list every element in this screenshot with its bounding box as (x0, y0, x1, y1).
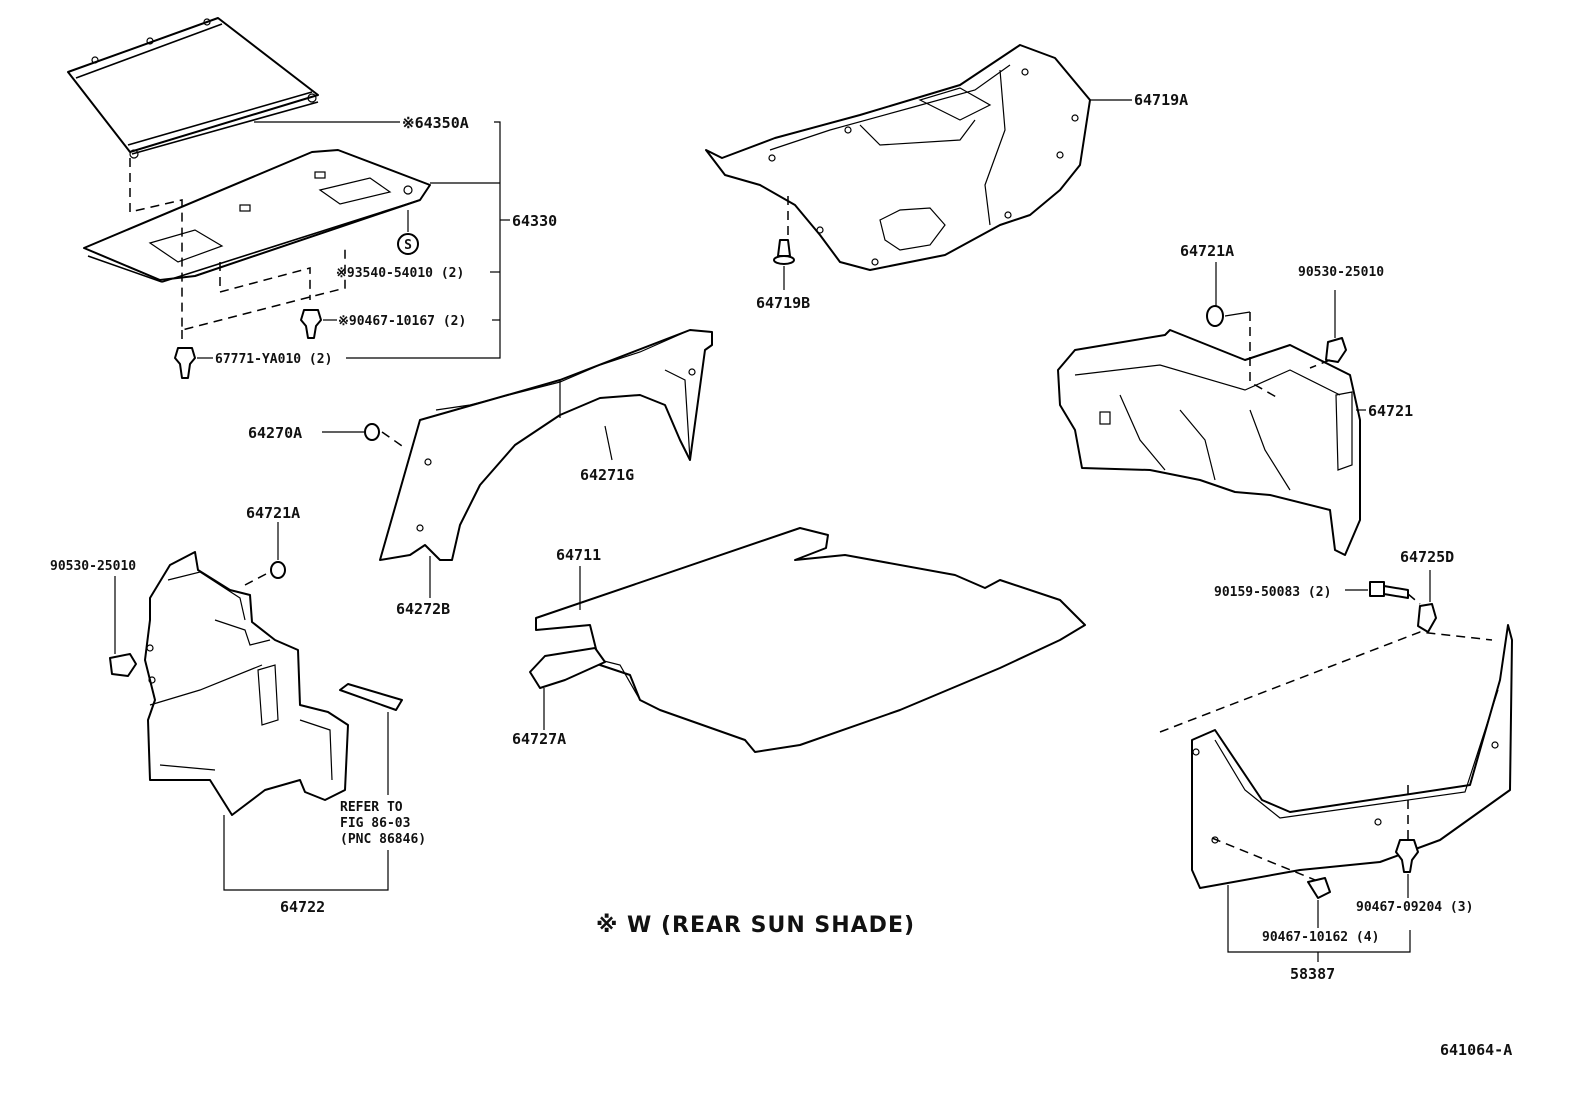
clip-90467-09204-icon (1395, 839, 1419, 873)
label-90467-10162: 90467-10162 (4) (1262, 930, 1379, 945)
trunk-floor-mat-part (535, 527, 1086, 753)
label-64272B: 64272B (396, 600, 450, 618)
package-tray-trim-part (83, 149, 431, 283)
trunk-lid-trim-part (705, 44, 1091, 271)
figure-id: 641064-A (1440, 1041, 1512, 1059)
refer-note-line-2: FIG 86-03 (340, 816, 410, 831)
clip-90467-10162-icon (1307, 877, 1331, 899)
right-side-trunk-trim-part (1057, 329, 1361, 556)
label-64711: 64711 (556, 546, 601, 564)
label-64727A: 64727A (512, 730, 566, 748)
rear-sun-shade-part (67, 17, 319, 159)
s-mark-label: S (404, 238, 412, 253)
label-90159-50083: 90159-50083 (2) (1214, 585, 1331, 600)
label-64721A-left: 64721A (246, 504, 300, 522)
label-64719A: 64719A (1134, 91, 1188, 109)
label-93540-54010: ※93540-54010 (2) (336, 266, 464, 281)
label-64350A: ※64350A (402, 114, 469, 132)
s-mark-icon: S (397, 233, 419, 255)
label-64719B: 64719B (756, 294, 810, 312)
right-trim-fastener-icon (1206, 305, 1251, 327)
hook-64725D-icon (1417, 603, 1437, 633)
bolt-90159-icon (1369, 581, 1409, 599)
right-retainer-clip-icon (1325, 337, 1347, 363)
refer-note-line-1: REFER TO (340, 800, 403, 815)
label-90530-25010-left: 90530-25010 (50, 559, 136, 574)
refer-note-line-3: (PNC 86846) (340, 832, 426, 847)
clip-icon (174, 347, 196, 379)
rear-sun-shade-note: ※ W (REAR SUN SHADE) (596, 913, 915, 938)
trunk-sill-trim-part (1191, 624, 1513, 889)
label-64721A-right: 64721A (1180, 242, 1234, 260)
trunk-mat-bracket-part (529, 647, 606, 689)
label-67771-YA010: 67771-YA010 (2) (215, 352, 332, 367)
retainer-64270A-icon (364, 423, 406, 449)
label-64721: 64721 (1368, 402, 1413, 420)
label-90467-09204: 90467-09204 (3) (1356, 900, 1473, 915)
label-64330: 64330 (512, 212, 557, 230)
trunk-lid-clip-icon (773, 239, 795, 265)
label-90530-25010-right: 90530-25010 (1298, 265, 1384, 280)
label-64271G: 64271G (580, 466, 634, 484)
seal-strip-part (339, 683, 403, 711)
label-64722: 64722 (280, 898, 325, 916)
left-retainer-clip-icon (109, 653, 137, 677)
label-90467-10167: ※90467-10167 (2) (338, 314, 466, 329)
label-64270A: 64270A (248, 424, 302, 442)
label-64725D: 64725D (1400, 548, 1454, 566)
wheel-house-trim-part (379, 329, 713, 561)
label-58387: 58387 (1290, 965, 1335, 983)
left-side-trunk-trim-part (144, 551, 349, 816)
clip-icon (300, 309, 322, 339)
left-trim-fastener-icon (244, 561, 286, 586)
